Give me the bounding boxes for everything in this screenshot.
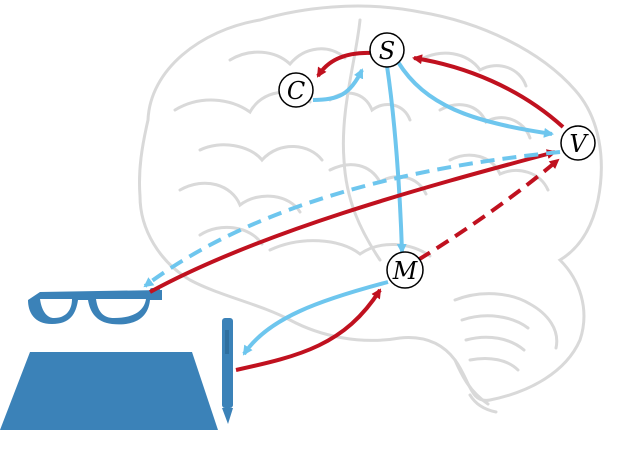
node-m-label: M <box>392 257 419 285</box>
node-v: V <box>560 125 596 161</box>
edge-s-to-c <box>316 50 373 78</box>
brain-outline-icon <box>138 4 603 414</box>
edge-m-to-pen <box>242 280 389 356</box>
edge-v-to-glasses <box>143 150 561 288</box>
node-s: S <box>369 32 405 68</box>
pen-icon <box>222 318 233 424</box>
edge-s-to-v <box>396 60 554 138</box>
edge-c-to-s <box>312 68 364 102</box>
paper-sheet-icon <box>0 352 218 430</box>
node-v-label: V <box>569 130 589 158</box>
edge-pen-to-m <box>235 288 382 372</box>
edge-glasses-to-v <box>149 149 557 294</box>
node-m: M <box>386 251 424 289</box>
node-s-label: S <box>379 37 395 65</box>
node-c-label: C <box>287 77 305 105</box>
edge-m-to-v <box>416 158 560 262</box>
glasses-icon <box>28 288 162 325</box>
edge-s-to-m <box>385 65 407 254</box>
node-c: C <box>278 72 314 108</box>
edge-v-to-s <box>412 54 565 129</box>
